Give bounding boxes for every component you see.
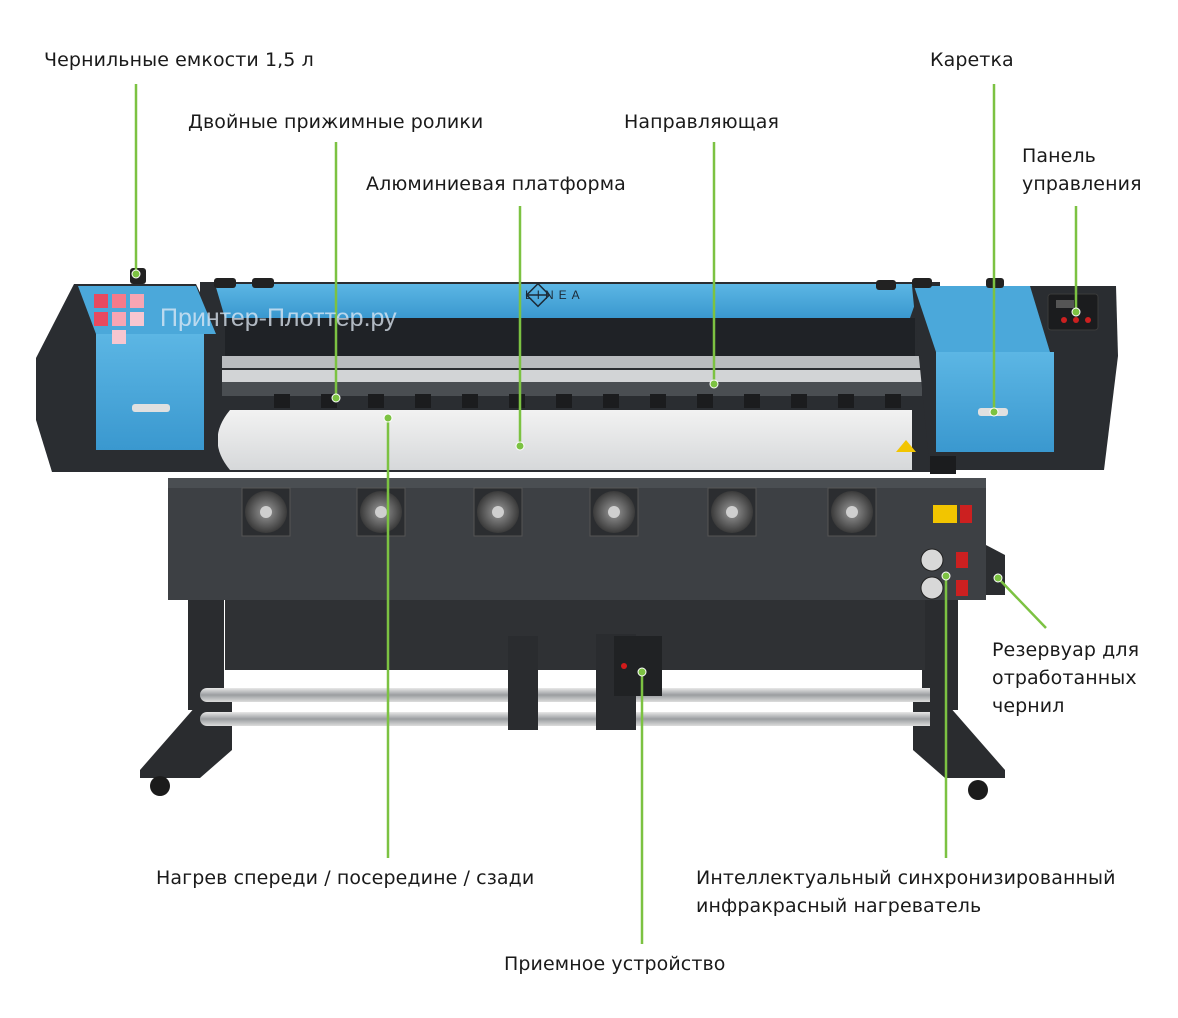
callout-waste-tank — [997, 577, 1047, 629]
label-control-panel-line: Панель — [1022, 145, 1096, 167]
cooling-fans — [241, 487, 877, 537]
callout-take-up-dot — [637, 667, 647, 677]
watermark-logo-icon — [94, 294, 146, 346]
take-up-rods — [200, 634, 946, 740]
callout-waste-tank-dot — [993, 573, 1003, 583]
label-ir-heater-line: инфракрасный нагреватель — [696, 895, 982, 917]
fan — [827, 487, 877, 537]
fan — [589, 487, 639, 537]
heater-controls — [920, 505, 972, 600]
pinch-roller — [462, 394, 478, 408]
label-waste-tank-line: отработанных — [992, 667, 1137, 689]
label-waste-tank-line: чернил — [992, 695, 1065, 717]
fan — [241, 487, 291, 537]
label-pinch-rollers: Двойные прижимные ролики — [188, 111, 484, 133]
pinch-roller — [274, 394, 290, 408]
pinch-roller — [885, 394, 901, 408]
pinch-roller — [650, 394, 666, 408]
brand-logo-icon — [525, 282, 551, 308]
pinch-roller — [838, 394, 854, 408]
label-carriage: Каретка — [930, 49, 1014, 71]
fan — [707, 487, 757, 537]
pinch-roller — [415, 394, 431, 408]
label-heating: Нагрев спереди / посередине / сзади — [156, 867, 535, 889]
label-ir-heater: Интеллектуальный синхронизированный инфр… — [696, 864, 1116, 920]
pinch-roller — [556, 394, 572, 408]
callout-pinch-rollers-dot — [331, 393, 341, 403]
pinch-roller — [744, 394, 760, 408]
callout-heating-dot — [383, 413, 393, 423]
callout-control-panel-dot — [1071, 307, 1081, 317]
callout-ink-tanks-dot — [131, 269, 141, 279]
right-cabinet — [876, 278, 1118, 474]
label-take-up: Приемное устройство — [504, 953, 726, 975]
left-cabinet — [36, 268, 274, 472]
label-ir-heater-line: Интеллектуальный синхронизированный — [696, 867, 1116, 889]
label-waste-tank-line: Резервуар для — [992, 639, 1140, 661]
label-guide-rail: Направляющая — [624, 111, 779, 133]
fan — [356, 487, 406, 537]
callout-guide-rail-dot — [709, 379, 719, 389]
pinch-roller — [368, 394, 384, 408]
label-waste-tank: Резервуар для отработанных чернил — [992, 636, 1139, 720]
pinch-roller — [697, 394, 713, 408]
label-platform: Алюминиевая платформа — [366, 173, 626, 195]
pinch-roller — [603, 394, 619, 408]
callout-carriage-dot — [989, 407, 999, 417]
label-control-panel-line: управления — [1022, 173, 1142, 195]
pinch-roller — [509, 394, 525, 408]
callout-platform-dot — [515, 441, 525, 451]
callout-ir-heater-dot — [941, 571, 951, 581]
fan — [473, 487, 523, 537]
brand-name: LINEA — [525, 288, 585, 302]
fan-cabinet — [168, 478, 1005, 670]
label-control-panel: Панель управления — [1022, 142, 1142, 198]
label-ink-tanks: Чернильные емкости 1,5 л — [44, 49, 314, 71]
callout-lines — [131, 84, 1081, 944]
watermark-text: Принтер-Плоттер.ру — [160, 304, 397, 332]
print-body — [200, 282, 940, 472]
pinch-roller — [791, 394, 807, 408]
